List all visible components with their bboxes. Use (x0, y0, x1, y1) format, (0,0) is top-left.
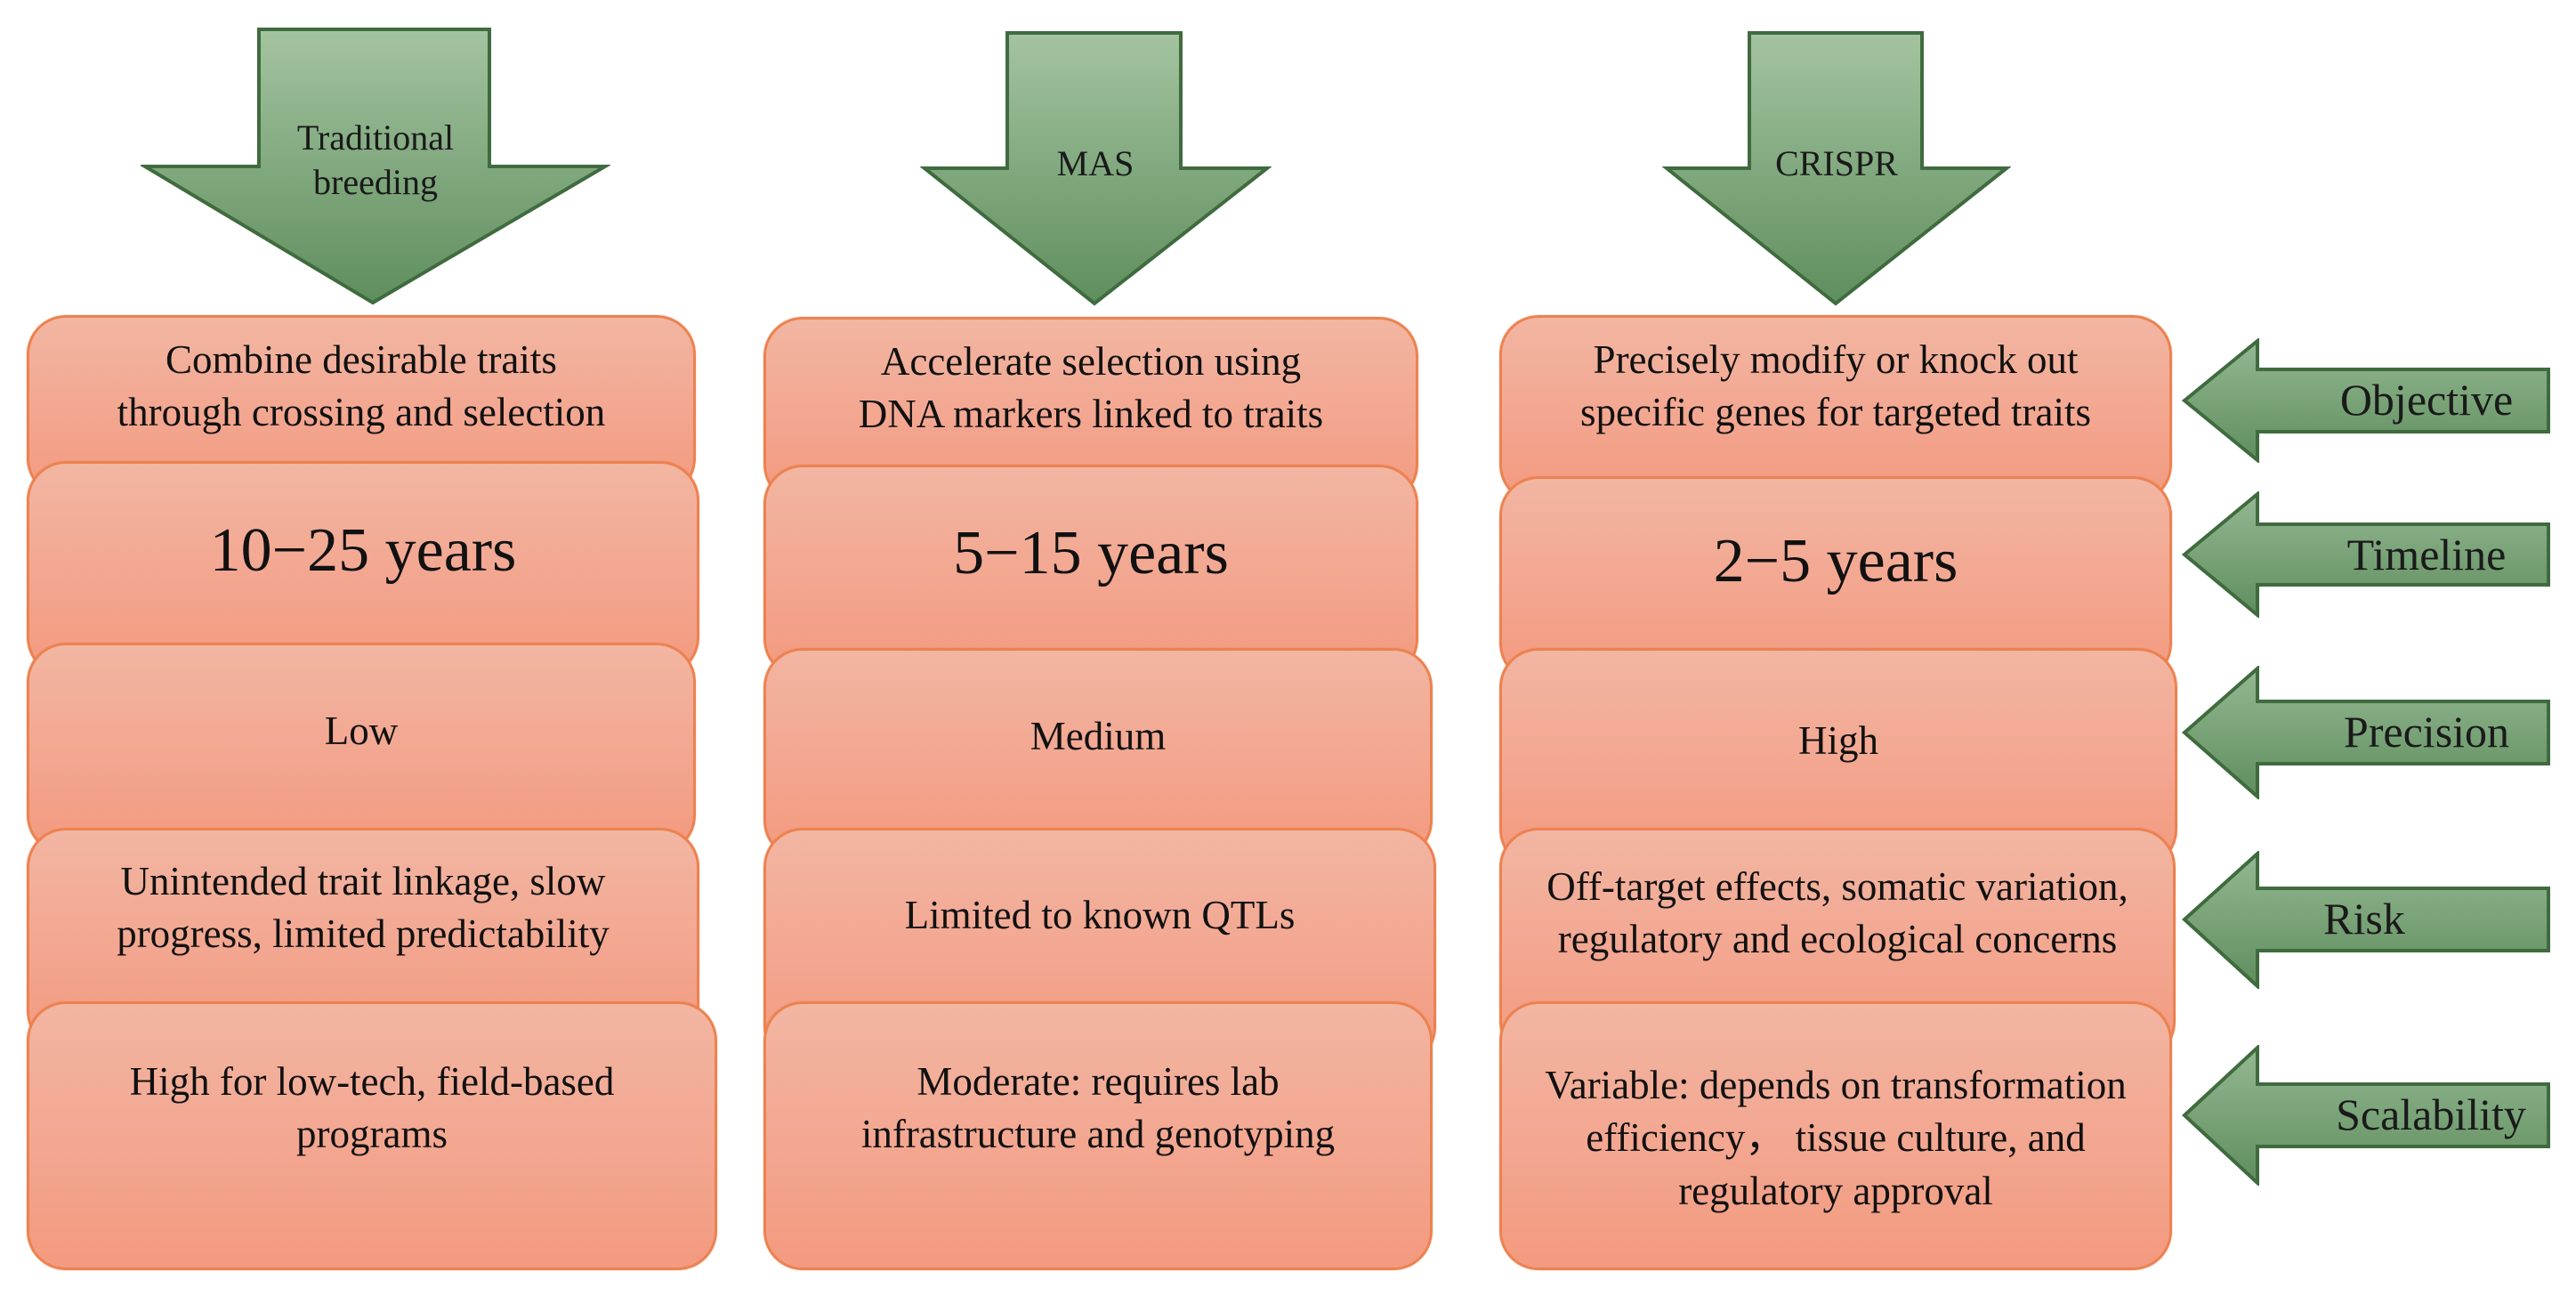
down-arrow-icon (138, 28, 612, 305)
mas-timeline-text: 5−15 years (953, 519, 1229, 587)
crispr-scalability-card: Variable: depends on transformation effi… (1499, 1001, 2172, 1270)
traditional-precision-text: Low (324, 709, 399, 753)
crispr-timeline-text: 2−5 years (1713, 527, 1958, 595)
left-arrow-icon (2181, 490, 2550, 620)
method-label-mas: MAS (1056, 143, 1135, 183)
traditional-risk-text: Unintended trait linkage, slow progress,… (117, 858, 610, 956)
criterion-arrow-risk: Risk (2182, 849, 2551, 991)
mas-objective-text: Accelerate selection using DNA markers l… (858, 339, 1324, 437)
method-label-crispr: CRISPR (1775, 143, 1898, 183)
crispr-risk-text: Off-target effects, somatic variation, r… (1546, 863, 2128, 961)
traditional-timeline-text: 10−25 years (209, 516, 517, 585)
method-arrow-mas: MAS (919, 30, 1272, 306)
down-arrow-icon (919, 31, 1272, 306)
criterion-label-risk: Risk (2323, 894, 2405, 944)
mas-scalability-text: Moderate: requires lab infrastructure an… (860, 1059, 1336, 1157)
criterion-label-scalability: Scalability (2336, 1089, 2526, 1139)
crispr-objective-text: Precisely modify or knock out specific g… (1580, 337, 2091, 435)
traditional-scalability-card: High for low-tech, field-based programs (27, 1001, 717, 1270)
mas-timeline-card: 5−15 years (763, 465, 1418, 678)
crispr-precision-text: High (1798, 718, 1878, 763)
criterion-arrow-timeline: Timeline (2181, 490, 2551, 620)
left-arrow-icon (2182, 849, 2550, 991)
crispr-scalability-text: Variable: depends on transformation effi… (1545, 1063, 2127, 1213)
mas-scalability-card: Moderate: requires lab infrastructure an… (763, 1001, 1433, 1270)
traditional-scalability-text: High for low-tech, field-based programs (129, 1059, 615, 1157)
mas-precision-text: Medium (1030, 714, 1167, 758)
criterion-label-precision: Precision (2343, 707, 2510, 757)
down-arrow-icon (1661, 31, 2012, 306)
criterion-arrow-precision: Precision (2181, 664, 2551, 801)
left-arrow-icon (2182, 1043, 2550, 1187)
method-arrow-traditional-breeding: Traditional breeding (138, 27, 612, 305)
method-arrow-crispr: CRISPR (1661, 30, 2012, 306)
traditional-precision-card: Low (27, 643, 696, 855)
left-arrow-icon (2181, 664, 2550, 801)
criterion-arrow-scalability: Scalability (2182, 1043, 2551, 1187)
traditional-objective-text: Combine desirable traits through crossin… (117, 337, 606, 435)
criterion-label-timeline: Timeline (2346, 530, 2507, 579)
left-arrow-icon (2181, 336, 2550, 465)
mas-risk-text: Limited to known QTLs (904, 893, 1296, 938)
criterion-arrow-objective: Objective (2181, 336, 2551, 465)
method-label-traditional-breeding: Traditional breeding (296, 117, 455, 202)
criterion-label-objective: Objective (2339, 375, 2514, 425)
